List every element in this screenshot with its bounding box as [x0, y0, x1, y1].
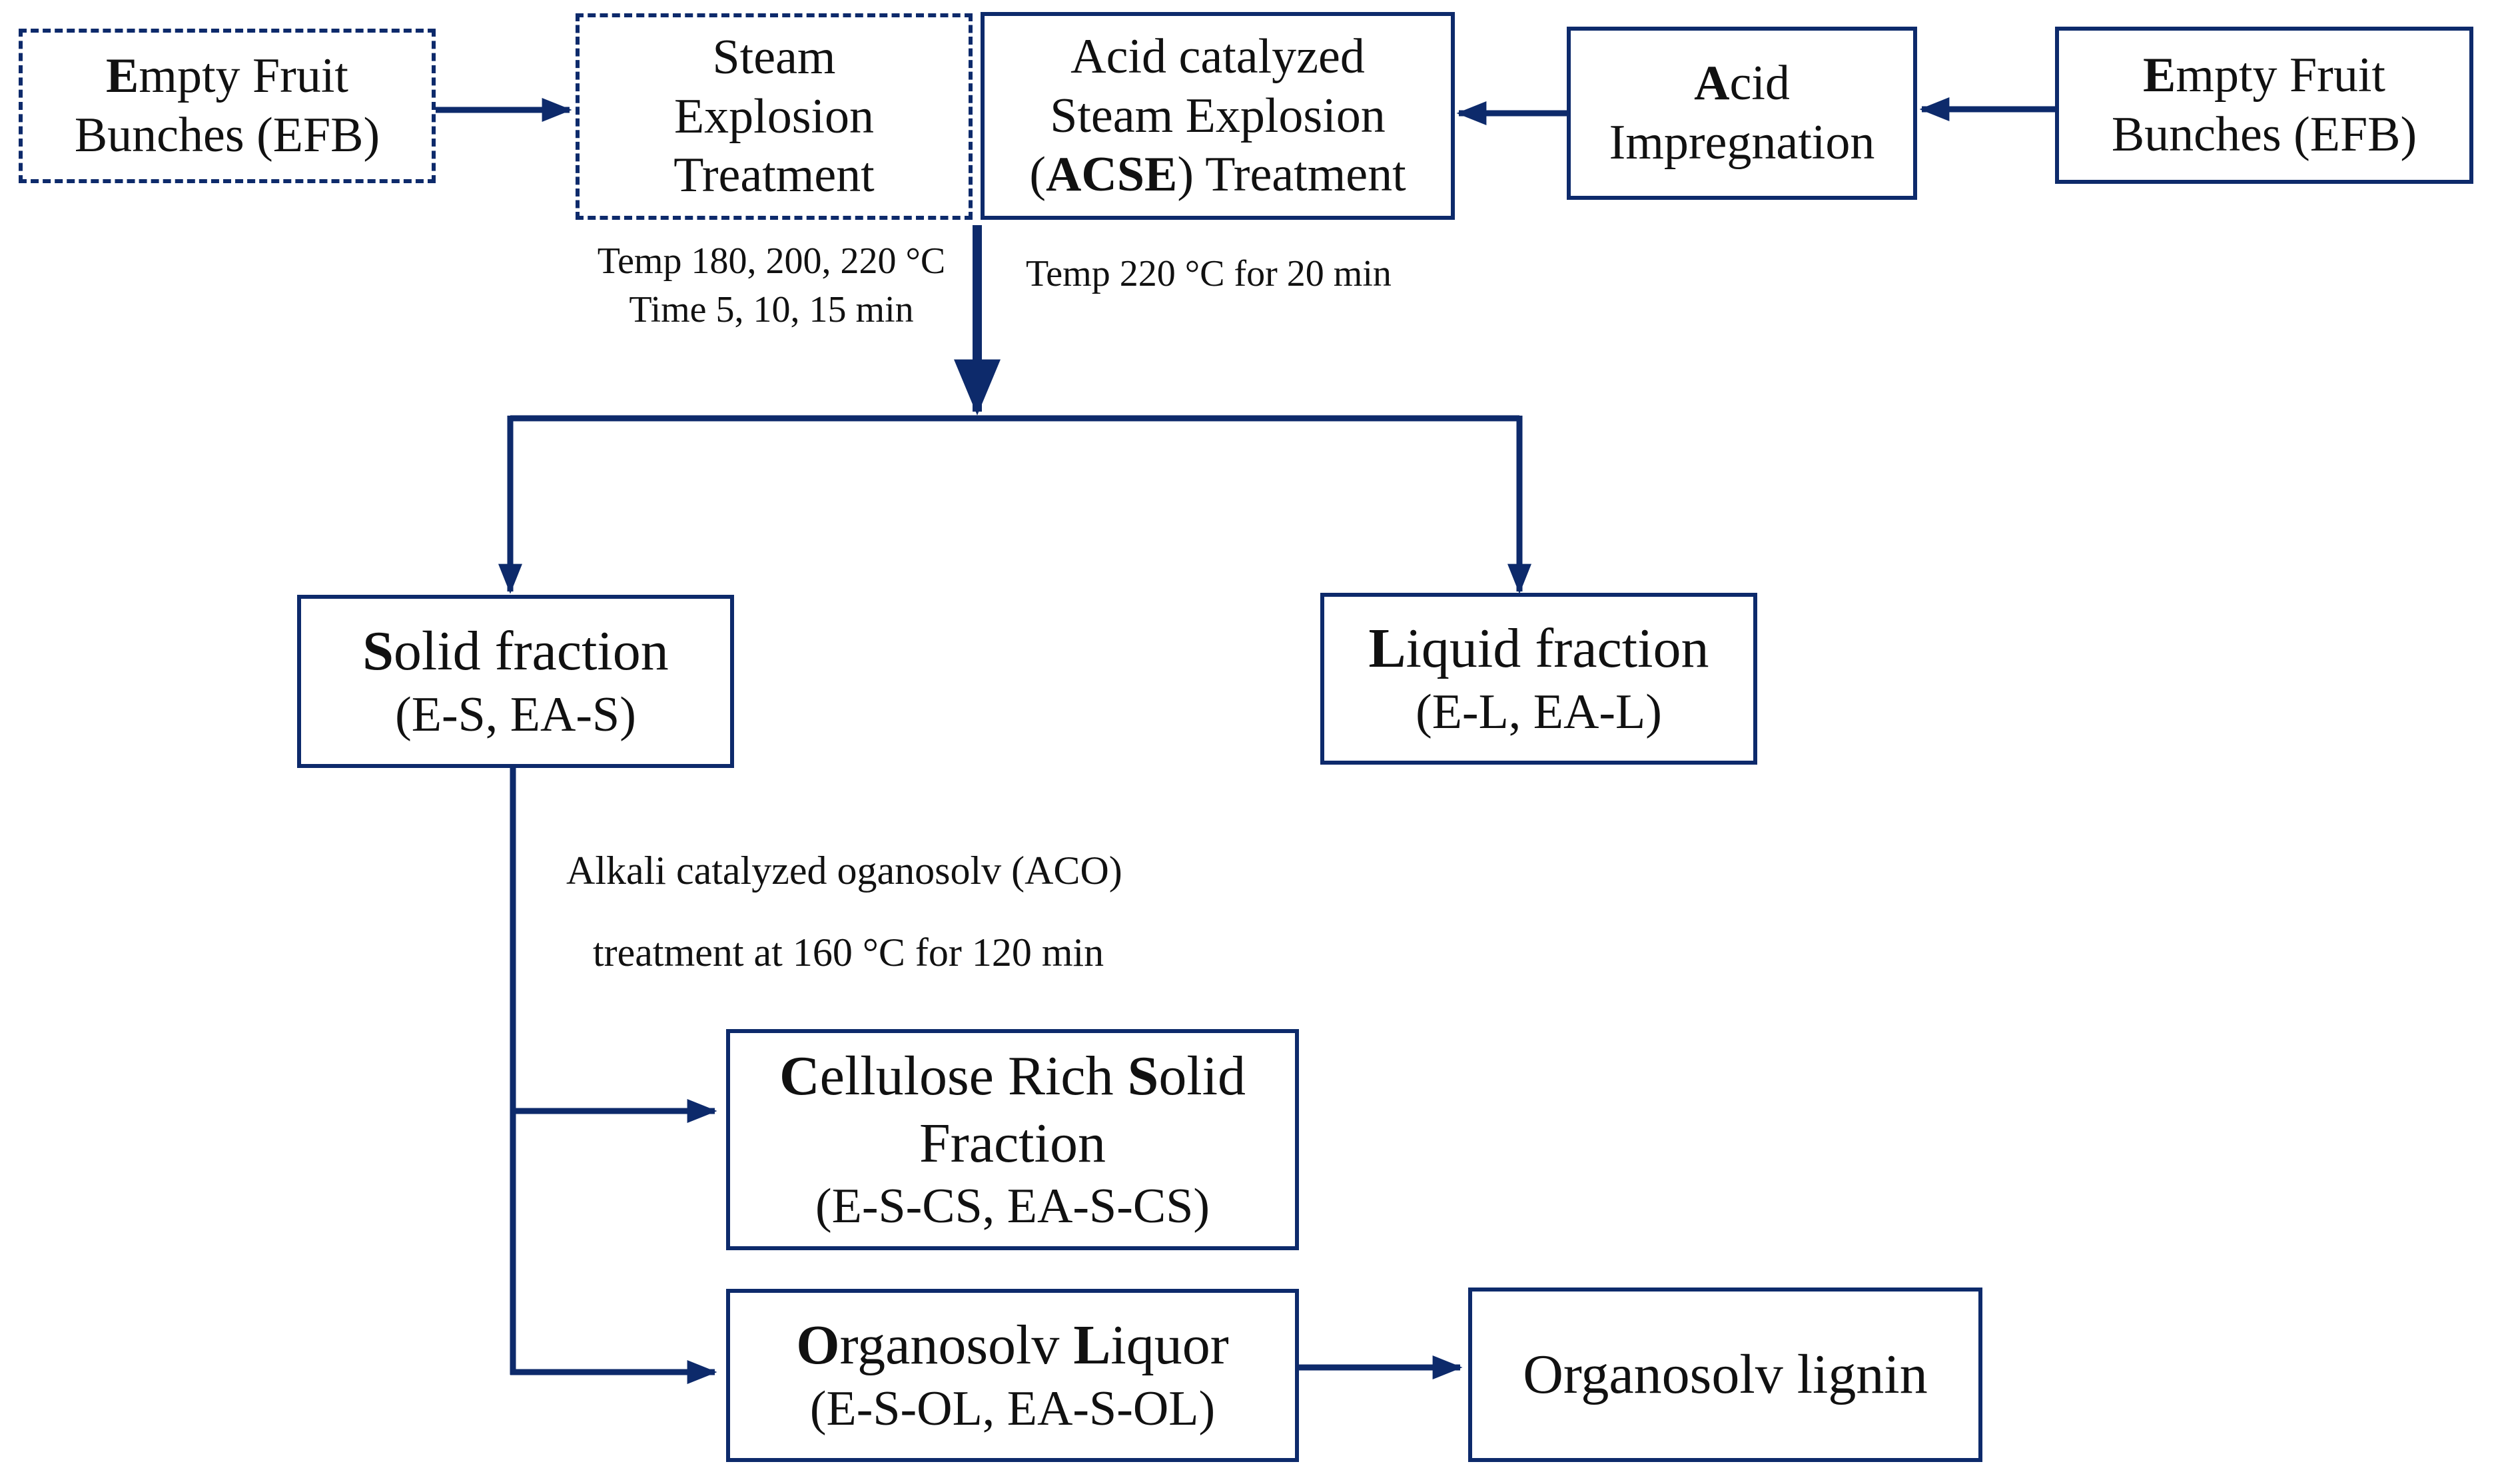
efb-right-initial: E — [2143, 48, 2176, 103]
steam-explosion-line3: Treatment — [673, 148, 875, 203]
efb-right-box: Empty Fruit Bunches (EFB) — [2055, 27, 2473, 184]
cellulose-rich-solid-box: Cellulose Rich Solid Fraction (E-S-CS, E… — [726, 1029, 1299, 1250]
organosolv-liquor-line1: Organosolv Liquor — [796, 1312, 1228, 1379]
solid-fraction-codes: (E-S, EA-S) — [395, 687, 636, 742]
acse-line1: Acid catalyzed — [1070, 29, 1365, 84]
steam-conditions-note: Temp 180, 200, 220 °C Time 5, 10, 15 min — [558, 237, 985, 334]
acse-line3: (ACSE) Treatment — [1029, 145, 1406, 204]
liquid-fraction-codes: (E-L, EA-L) — [1416, 685, 1662, 739]
acse-conditions-text: Temp 220 °C for 20 min — [1026, 253, 1392, 294]
cellulose-line1-mid: ellulose Rich — [819, 1044, 1128, 1107]
acse-line2: Steam Explosion — [1050, 88, 1386, 143]
organosolv-liquor-line1-mid: rganosolv — [839, 1314, 1074, 1377]
acid-impregnation-line1: Acid — [1694, 54, 1790, 113]
cellulose-line1: Cellulose Rich Solid — [779, 1043, 1246, 1110]
cellulose-codes: (E-S-CS, EA-S-CS) — [815, 1179, 1210, 1234]
steam-conditions-line2: Time 5, 10, 15 min — [629, 288, 914, 330]
cellulose-initial-c: C — [779, 1044, 820, 1107]
aco-conditions-line2: treatment at 160 °C for 120 min — [593, 930, 1104, 974]
acse-box: Acid catalyzed Steam Explosion (ACSE) Tr… — [981, 12, 1455, 220]
organosolv-lignin-box: Organosolv lignin — [1468, 1288, 1982, 1462]
aco-conditions-note: Alkali catalyzed oganosolv (ACO) treatme… — [566, 830, 1122, 994]
efb-left-line1-text: mpty Fruit — [139, 49, 348, 104]
steam-explosion-line1: Steam — [712, 29, 836, 85]
organosolv-initial-o: O — [796, 1314, 840, 1377]
solid-fraction-box: Solid fraction (E-S, EA-S) — [297, 595, 734, 768]
efb-right-line1: Empty Fruit — [2143, 46, 2385, 105]
efb-left-initial: E — [106, 49, 139, 104]
liquid-fraction-box: Liquid fraction (E-L, EA-L) — [1320, 593, 1757, 765]
efb-right-line2: Bunches (EFB) — [2111, 107, 2417, 162]
organosolv-liquor-box: Organosolv Liquor (E-S-OL, EA-S-OL) — [726, 1289, 1299, 1462]
acid-impregnation-initial: A — [1694, 56, 1730, 111]
cellulose-line2: Fraction — [919, 1112, 1106, 1174]
acid-impregnation-line2: Impregnation — [1609, 115, 1875, 170]
organosolv-liquor-line1-rest: iquor — [1110, 1314, 1229, 1377]
efb-left-line1: Empty Fruit — [106, 47, 348, 106]
steam-explosion-box: Steam Explosion Treatment — [576, 13, 973, 220]
acse-line3-text: ) Treatment — [1177, 147, 1406, 202]
steam-conditions-line1: Temp 180, 200, 220 °C — [597, 240, 946, 282]
organosolv-lignin-label: Organosolv lignin — [1523, 1343, 1928, 1405]
acid-impregnation-line1-text: cid — [1729, 56, 1790, 111]
acse-abbreviation: ACSE — [1045, 147, 1178, 202]
solid-fraction-line1: Solid fraction — [362, 618, 669, 685]
aco-conditions-line1: Alkali catalyzed oganosolv (ACO) — [566, 849, 1122, 893]
efb-left-line2: Bunches (EFB) — [74, 108, 380, 163]
cellulose-initial-s: S — [1127, 1044, 1159, 1107]
solid-fraction-line1-text: olid fraction — [393, 620, 669, 683]
efb-left-box: Empty Fruit Bunches (EFB) — [19, 29, 436, 183]
organosolv-initial-l: L — [1073, 1314, 1111, 1377]
acse-line3-open: ( — [1029, 147, 1046, 202]
steam-explosion-line2: Explosion — [673, 89, 875, 144]
efb-right-line1-text: mpty Fruit — [2176, 48, 2385, 103]
liquid-fraction-line1: Liquid fraction — [1369, 615, 1709, 683]
cellulose-line1-rest: olid — [1158, 1044, 1246, 1107]
solid-fraction-initial: S — [362, 620, 394, 683]
acid-impregnation-box: Acid Impregnation — [1567, 27, 1917, 200]
liquid-fraction-initial: L — [1368, 617, 1406, 680]
organosolv-liquor-codes: (E-S-OL, EA-S-OL) — [809, 1381, 1216, 1436]
acse-conditions-note: Temp 220 °C for 20 min — [1026, 250, 1392, 298]
liquid-fraction-line1-text: iquid fraction — [1406, 617, 1709, 680]
